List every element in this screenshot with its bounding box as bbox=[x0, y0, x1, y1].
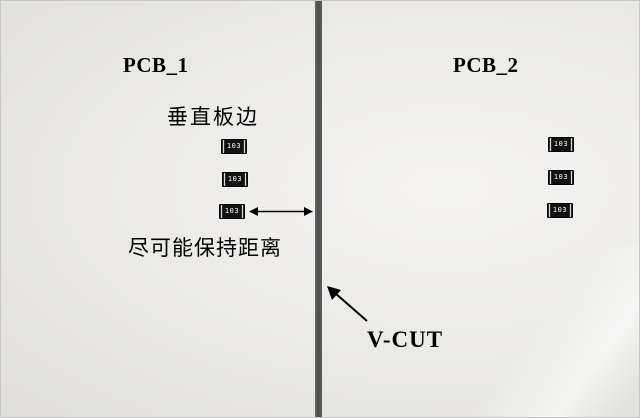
pcb1-title: PCB_1 bbox=[123, 53, 189, 77]
resistor-end-cap bbox=[244, 173, 247, 186]
resistor-component: 103 bbox=[547, 203, 573, 218]
resistor-end-cap bbox=[243, 140, 246, 153]
resistor-end-cap bbox=[223, 173, 226, 186]
resistor-component: 103 bbox=[548, 170, 574, 185]
vcut-pointer-arrow-icon bbox=[327, 286, 368, 322]
resistor-end-cap bbox=[569, 204, 572, 217]
resistor-end-cap bbox=[549, 138, 552, 151]
resistor-component: 103 bbox=[222, 172, 248, 187]
annotation-perpendicular-edge: 垂直板边 bbox=[167, 105, 259, 129]
resistor-component: 103 bbox=[548, 137, 574, 152]
vcut-label: V-CUT bbox=[367, 327, 444, 352]
resistor-end-cap bbox=[570, 171, 573, 184]
resistor-end-cap bbox=[570, 138, 573, 151]
resistor-end-cap bbox=[241, 205, 244, 218]
resistor-value-label: 103 bbox=[553, 173, 569, 181]
resistor-value-label: 103 bbox=[226, 142, 242, 150]
vcut-divider-line bbox=[315, 1, 322, 417]
resistor-end-cap bbox=[220, 205, 223, 218]
resistor-component: 103 bbox=[221, 139, 247, 154]
resistor-end-cap bbox=[222, 140, 225, 153]
pcb2-title: PCB_2 bbox=[453, 53, 519, 77]
resistor-component: 103 bbox=[219, 204, 245, 219]
resistor-end-cap bbox=[548, 204, 551, 217]
distance-arrow-icon bbox=[249, 207, 313, 216]
resistor-end-cap bbox=[549, 171, 552, 184]
resistor-value-label: 103 bbox=[552, 206, 568, 214]
resistor-value-label: 103 bbox=[227, 175, 243, 183]
resistor-value-label: 103 bbox=[224, 207, 240, 215]
annotation-keep-distance: 尽可能保持距离 bbox=[128, 236, 282, 260]
resistor-value-label: 103 bbox=[553, 140, 569, 148]
